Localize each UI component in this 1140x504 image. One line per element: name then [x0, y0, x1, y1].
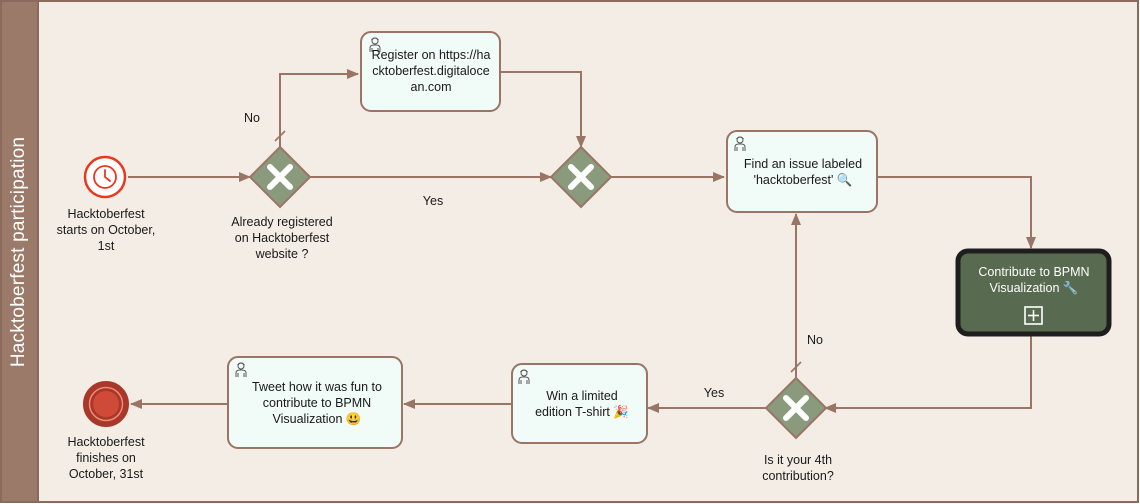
user-icon	[369, 37, 381, 52]
pool-label-text: Hacktoberfest participation	[8, 136, 30, 368]
task-win-tshirt[interactable]	[511, 363, 648, 444]
subprocess-label: Contribute to BPMN Visualization 🔧	[978, 265, 1090, 295]
gateway-fourth-label: Is it your 4th contribution?	[762, 453, 834, 483]
task-tweet-label: Tweet how it was fun to contribute to BP…	[252, 380, 382, 426]
task-register-label: Register on https://hacktoberfest.digita…	[371, 48, 491, 94]
task-win-label: Win a limited edition T-shirt 🎉	[535, 389, 629, 419]
flow-register-to-merge[interactable]	[500, 71, 586, 148]
user-icon	[235, 362, 247, 377]
gateway-fourth-contribution[interactable]	[764, 376, 828, 440]
gateway-already-registered[interactable]	[248, 145, 312, 209]
exclusive-x-icon	[783, 395, 809, 421]
flow-find-issue-to-contribute[interactable]	[877, 176, 1036, 249]
gateway-merge[interactable]	[549, 145, 613, 209]
start-event-label: Hacktoberfest starts on October, 1st	[56, 207, 156, 253]
flow-label-no-fourth: No	[807, 333, 823, 347]
flow-label-yes-registered: Yes	[422, 194, 444, 208]
flow-contribute-to-gateway[interactable]	[824, 334, 1032, 413]
task-find-issue-label: Find an issue labeled 'hacktoberfest' 🔍	[743, 157, 863, 187]
user-icon	[518, 369, 530, 384]
subprocess-contribute[interactable]	[955, 248, 1112, 337]
task-find-issue[interactable]	[726, 130, 878, 213]
clock-icon	[93, 165, 117, 189]
expand-plus-icon[interactable]	[1024, 306, 1043, 325]
flow-label-no-registered: No	[244, 111, 260, 125]
default-flow-marker	[274, 130, 286, 142]
end-event[interactable]	[83, 381, 129, 427]
flow-gateway-no-to-register[interactable]	[279, 69, 359, 148]
exclusive-x-icon	[568, 164, 594, 190]
user-icon	[734, 136, 746, 151]
end-event-label: Hacktoberfest finishes on October, 31st	[67, 435, 145, 481]
task-register[interactable]	[360, 31, 501, 112]
task-tweet[interactable]	[227, 356, 403, 449]
gateway-registered-label: Already registered on Hacktoberfest webs…	[231, 215, 333, 261]
pool-label: Hacktoberfest participation	[0, 0, 38, 504]
exclusive-x-icon	[267, 164, 293, 190]
flow-label-yes-fourth: Yes	[703, 386, 725, 400]
default-flow-marker	[790, 361, 802, 373]
pool-header	[0, 0, 39, 503]
start-event[interactable]	[83, 155, 127, 199]
